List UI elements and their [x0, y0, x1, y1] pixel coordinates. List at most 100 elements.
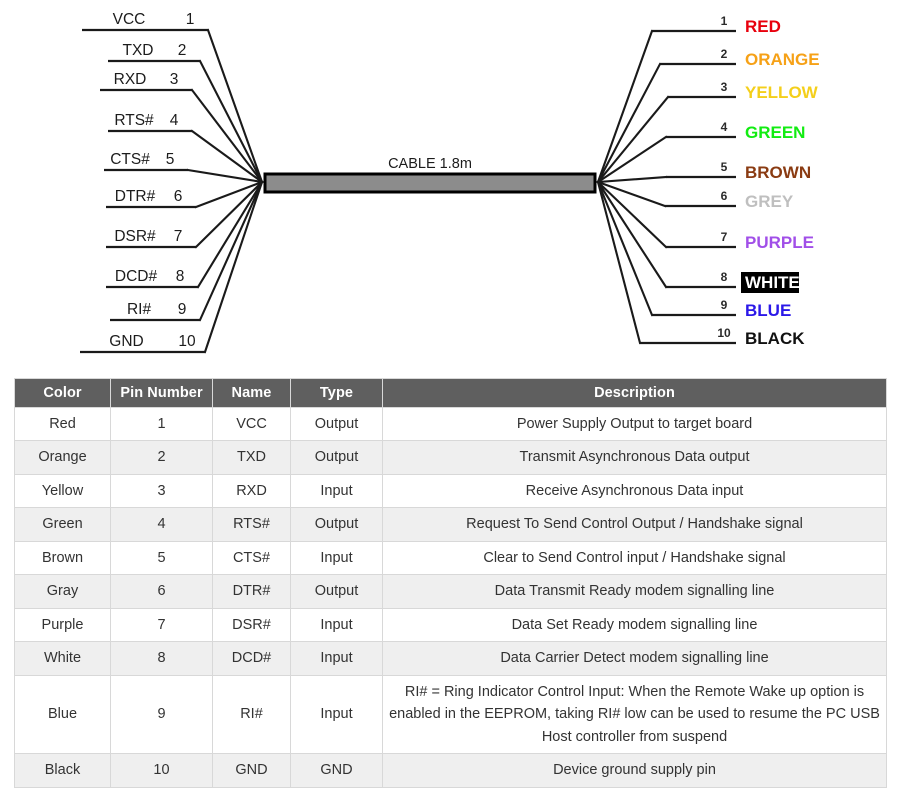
cell-type: GND: [290, 753, 383, 788]
wire-color-label-white: WHITE: [745, 273, 800, 292]
cell-color: Black: [14, 753, 111, 788]
wire-left-4: [190, 129, 264, 184]
left-pin-number-4: 4: [170, 112, 179, 129]
left-pin-name-7: DSR#: [114, 228, 156, 245]
left-pin-name-5: CTS#: [110, 151, 150, 168]
wire-left-1: [206, 28, 264, 184]
right-pin-number-9: 9: [721, 298, 728, 312]
cell-type: Output: [290, 406, 383, 442]
cell-color: Red: [14, 406, 111, 442]
cell-type: Output: [290, 507, 383, 542]
right-pin-number-7: 7: [721, 230, 728, 244]
color-label-highlight-white: [741, 272, 799, 293]
left-pin-name-2: TXD: [123, 42, 154, 59]
right-pin-number-6: 6: [721, 189, 728, 203]
pinout-table: Color Pin Number Name Type Description R…: [14, 378, 887, 788]
cell-pin-number: 3: [110, 473, 213, 509]
wire-right-10: [596, 180, 642, 345]
cell-color: Green: [14, 507, 111, 542]
wire-right-2: [596, 62, 662, 184]
left-pin-number-1: 1: [186, 11, 195, 28]
left-pin-name-9: RI#: [127, 301, 152, 318]
cell-description: Data Transmit Ready modem signalling lin…: [382, 574, 887, 609]
cell-type: Input: [290, 674, 383, 755]
cell-description: Request To Send Control Output / Handsha…: [382, 507, 887, 542]
cell-description: Power Supply Output to target board: [382, 406, 887, 442]
wire-left-2: [198, 59, 264, 184]
right-pin-number-5: 5: [721, 160, 728, 174]
cell-type: Output: [290, 440, 383, 475]
cell-pin-number: 8: [110, 641, 213, 676]
cell-name: RTS#: [212, 507, 291, 542]
cell-name: GND: [212, 753, 291, 788]
wire-color-label-green: GREEN: [745, 123, 805, 142]
column-header-description: Description: [382, 378, 887, 408]
wire-right-8: [596, 180, 668, 289]
cell-description: RI# = Ring Indicator Control Input: When…: [382, 674, 887, 755]
cable-length-label: CABLE 1.8m: [388, 156, 472, 172]
cell-color: Blue: [14, 674, 111, 755]
right-pin-number-4: 4: [721, 120, 728, 134]
right-pin-number-3: 3: [721, 80, 728, 94]
table-header-row: Color Pin Number Name Type Description: [14, 378, 887, 408]
cell-pin-number: 1: [110, 406, 213, 442]
cell-pin-number: 4: [110, 507, 213, 542]
cell-pin-number: 10: [110, 753, 213, 788]
cell-name: DCD#: [212, 641, 291, 676]
wire-color-label-yellow: YELLOW: [745, 83, 819, 102]
cell-description: Device ground supply pin: [382, 753, 887, 788]
wire-right-5: [596, 175, 668, 184]
wire-left-7: [194, 180, 264, 249]
left-pin-name-3: RXD: [114, 71, 147, 88]
cell-pin-number: 5: [110, 540, 213, 576]
right-wire-lines: [596, 29, 670, 345]
wire-color-label-orange: ORANGE: [745, 50, 820, 69]
left-pin-number-8: 8: [176, 268, 185, 285]
cell-color: White: [14, 641, 111, 676]
cell-color: Yellow: [14, 473, 111, 509]
left-pin-number-3: 3: [170, 71, 179, 88]
wire-left-9: [198, 180, 264, 322]
cell-description: Receive Asynchronous Data input: [382, 473, 887, 509]
right-pin-number-8: 8: [721, 270, 728, 284]
cell-name: TXD: [212, 440, 291, 475]
cell-type: Output: [290, 574, 383, 609]
wire-right-7: [596, 180, 668, 249]
left-pin-number-7: 7: [174, 228, 183, 245]
cell-color: Purple: [14, 607, 111, 643]
wire-left-6: [194, 180, 264, 209]
cell-description: Data Carrier Detect modem signalling lin…: [382, 641, 887, 676]
cell-color: Brown: [14, 540, 111, 576]
column-header-color: Color: [14, 378, 111, 408]
left-pin-number-10: 10: [178, 333, 196, 350]
left-pin-name-1: VCC: [113, 11, 146, 28]
wire-color-label-grey: GREY: [745, 192, 794, 211]
cell-description: Data Set Ready modem signalling line: [382, 607, 887, 643]
left-pin-name-6: DTR#: [115, 188, 156, 205]
right-lead-lines: [640, 29, 736, 345]
wire-right-1: [596, 29, 654, 184]
cell-description: Clear to Send Control input / Handshake …: [382, 540, 887, 576]
wire-right-9: [596, 180, 654, 317]
cell-type: Input: [290, 540, 383, 576]
cell-description: Transmit Asynchronous Data output: [382, 440, 887, 475]
wire-left-3: [190, 88, 264, 184]
cell-pin-number: 6: [110, 574, 213, 609]
left-lead-lines: [80, 28, 208, 354]
column-header-name: Name: [212, 378, 291, 408]
wire-color-label-purple: PURPLE: [745, 233, 814, 252]
cell-type: Input: [290, 641, 383, 676]
cell-type: Input: [290, 473, 383, 509]
left-wire-lines: [186, 28, 264, 354]
